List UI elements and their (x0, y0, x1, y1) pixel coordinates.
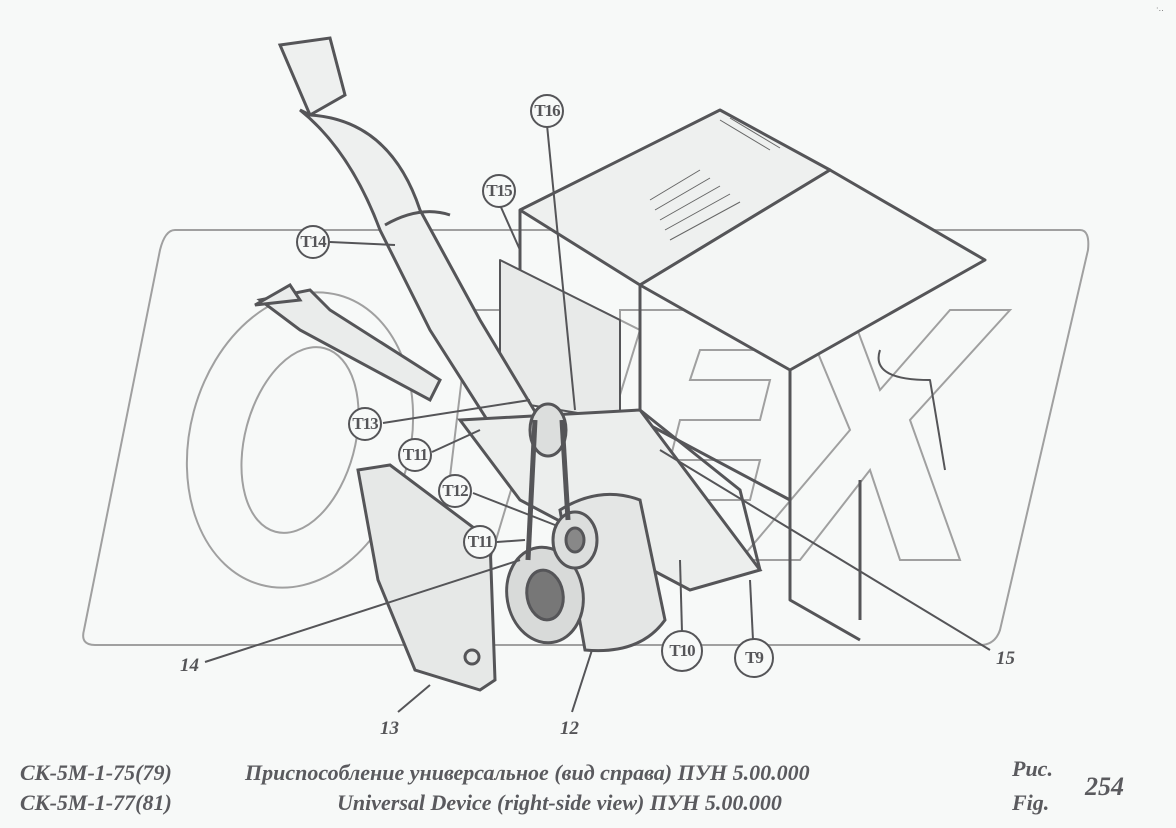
model-code-1: СК-5М-1-75(79) (20, 760, 172, 785)
fan-drum-part-12 (505, 402, 667, 653)
part-ref-15: 15 (996, 648, 1015, 669)
figure-number: 254 (1085, 772, 1124, 801)
callout-t14: T14 (296, 225, 330, 259)
callout-t12: T12 (438, 474, 472, 508)
drive-belt (525, 419, 571, 561)
part-ref-14: 14 (180, 655, 199, 676)
model-code-2: СК-5М-1-77(81) (20, 790, 172, 815)
part-ref-13: 13 (380, 718, 399, 739)
callout-t15: T15 (482, 174, 516, 208)
figure-label-ru: Рис. (1012, 756, 1053, 781)
callout-t13: T13 (348, 407, 382, 441)
frame-arm (254, 283, 442, 403)
flap-part-13 (356, 463, 497, 692)
callout-t11-lower: T11 (463, 525, 497, 559)
part-ref-12: 12 (560, 718, 579, 739)
figure-label-en: Fig. (1012, 790, 1050, 815)
caption-title-en: Universal Device (right-side view) ПУН 5… (337, 790, 782, 815)
hatching (649, 117, 781, 241)
callout-t10: T10 (661, 630, 703, 672)
leader-lines (204, 124, 991, 713)
caption-title-ru: Приспособление универсальное (вид справа… (245, 760, 810, 785)
callout-t9: T9 (734, 638, 774, 678)
corner-mark: ·‥ (1156, 4, 1164, 13)
callout-t11-upper: T11 (398, 438, 432, 472)
callout-t16: T16 (530, 94, 564, 128)
